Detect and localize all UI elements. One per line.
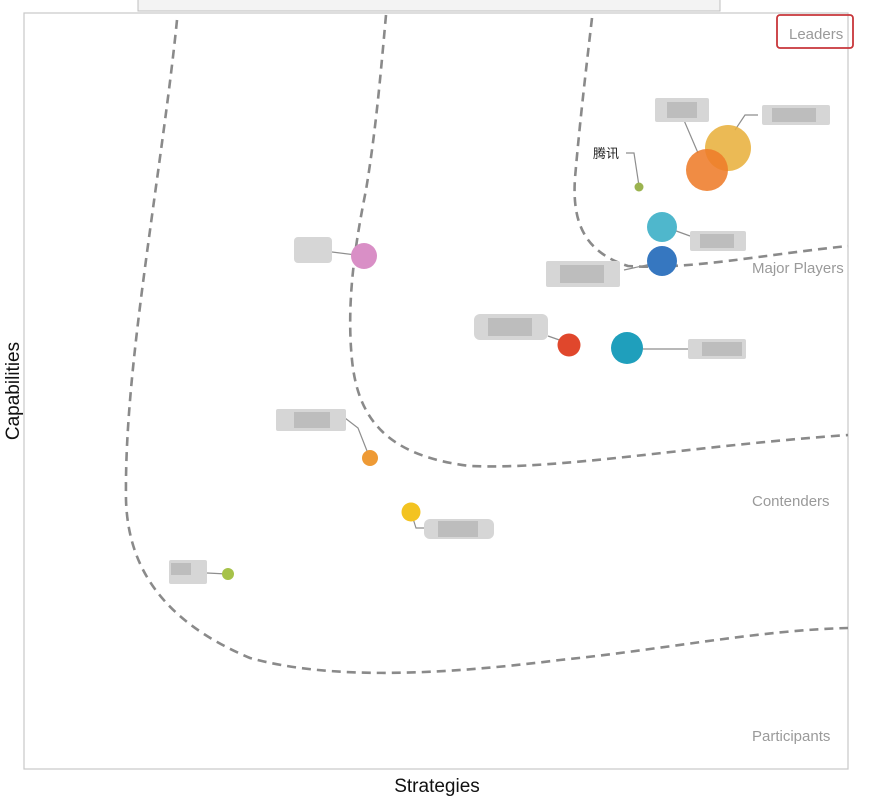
point-6	[351, 243, 377, 269]
leader-lines	[206, 114, 758, 575]
point-7	[557, 333, 581, 357]
boundary-leaders	[573, 17, 849, 268]
point-3	[634, 182, 644, 192]
point-8	[611, 332, 643, 364]
plot-frame	[23, 12, 849, 770]
segment-label-participants: Participants	[752, 728, 830, 745]
data-points	[222, 125, 751, 580]
point-9	[362, 450, 378, 466]
y-axis-title: Capabilities	[3, 342, 24, 440]
leaders-highlight-box	[776, 14, 854, 49]
point-label-tencent: 腾讯	[593, 146, 619, 162]
boundary-contenders	[124, 19, 849, 675]
x-axis-title: Strategies	[394, 776, 480, 797]
point-10	[401, 502, 421, 522]
point-2	[686, 149, 728, 191]
point-5	[647, 246, 677, 276]
segment-label-major-players: Major Players	[752, 260, 844, 277]
segment-label-leaders: Leaders	[789, 26, 843, 43]
point-4	[647, 212, 677, 242]
segment-label-contenders: Contenders	[752, 493, 830, 510]
top-strip	[137, 0, 721, 12]
boundary-major-players	[348, 14, 849, 468]
point-11	[222, 568, 234, 580]
redacted-labels	[169, 98, 830, 584]
